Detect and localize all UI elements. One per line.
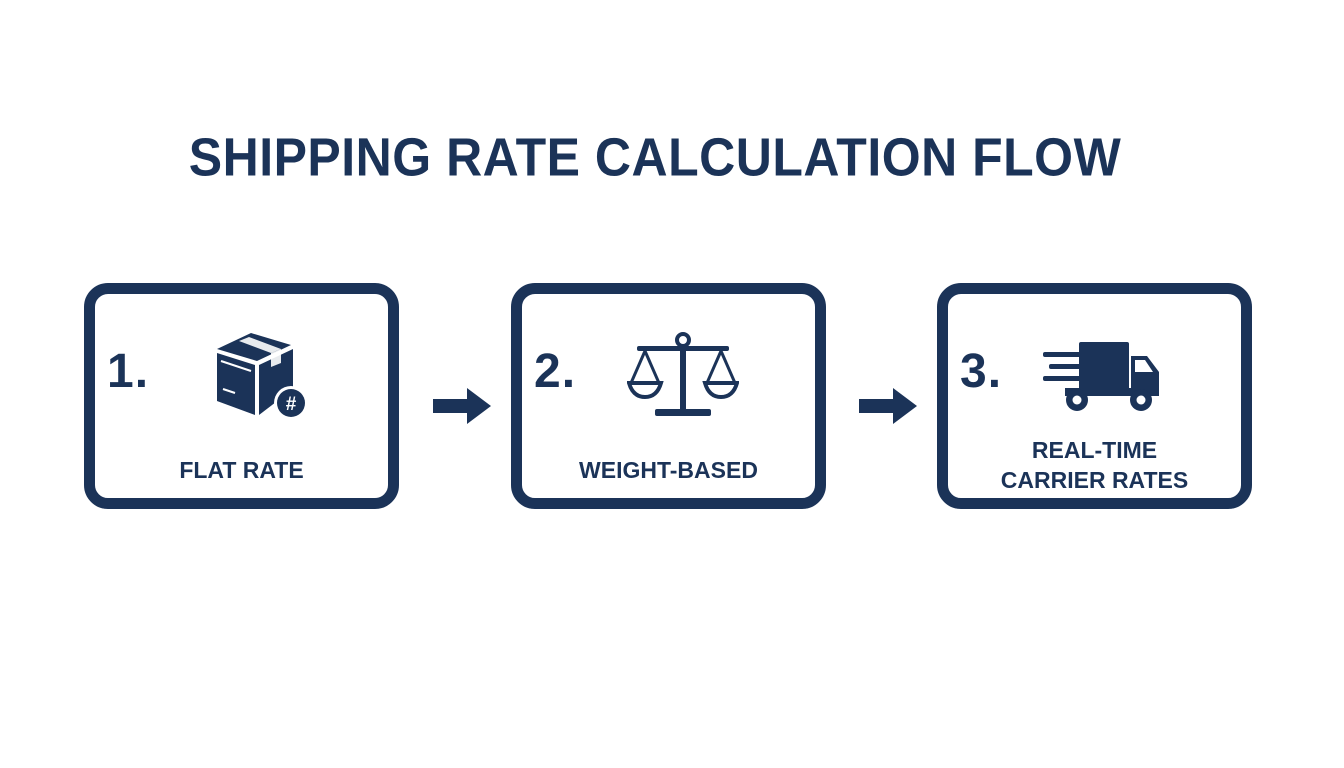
diagram-title: SHIPPING RATE CALCULATION FLOW: [188, 126, 1122, 188]
step-flat-rate: 1. # FLAT RATE: [84, 283, 399, 509]
step-number: 3.: [960, 345, 1003, 398]
package-hash-icon: #: [217, 333, 308, 420]
step-number: 2.: [534, 345, 577, 398]
svg-text:#: #: [286, 394, 297, 415]
step-label: WEIGHT-BASED: [579, 457, 758, 483]
arrow-right-icon: [859, 388, 917, 424]
balance-scale-icon: [627, 332, 739, 416]
delivery-truck-icon: [1043, 342, 1159, 411]
step-real-time-carrier-rates: 3. REAL-TIME CARRIER RATES: [937, 283, 1252, 509]
step-weight-based: 2. WEIGHT-BASED: [511, 283, 826, 509]
step-label: FLAT RATE: [179, 457, 304, 483]
step-label: REAL-TIME CARRIER RATES: [1000, 437, 1189, 493]
arrow-right-icon: [433, 388, 491, 424]
step-number: 1.: [107, 345, 150, 398]
